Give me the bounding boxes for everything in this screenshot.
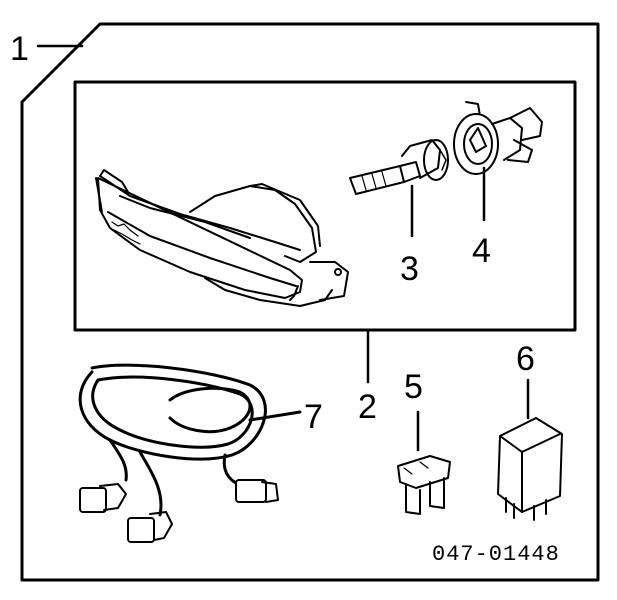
callout-2: 2	[358, 388, 377, 426]
bulb-socket	[453, 101, 543, 175]
bulb	[349, 139, 449, 195]
lamp-group-box	[73, 80, 577, 332]
wiring-harness	[78, 363, 302, 517]
drawing-number: 047-01448	[432, 542, 560, 567]
callout-4: 4	[472, 232, 491, 270]
relay	[497, 417, 563, 521]
callout-6: 6	[516, 340, 535, 378]
assembly-frame	[20, 22, 600, 582]
fuse	[397, 455, 451, 515]
callout-7: 7	[304, 398, 323, 436]
callout-1: 1	[10, 30, 29, 68]
callout-5: 5	[404, 368, 423, 406]
callout-3: 3	[400, 250, 419, 288]
harness-connectors	[79, 479, 279, 543]
fog-lamp-housing	[95, 169, 349, 307]
